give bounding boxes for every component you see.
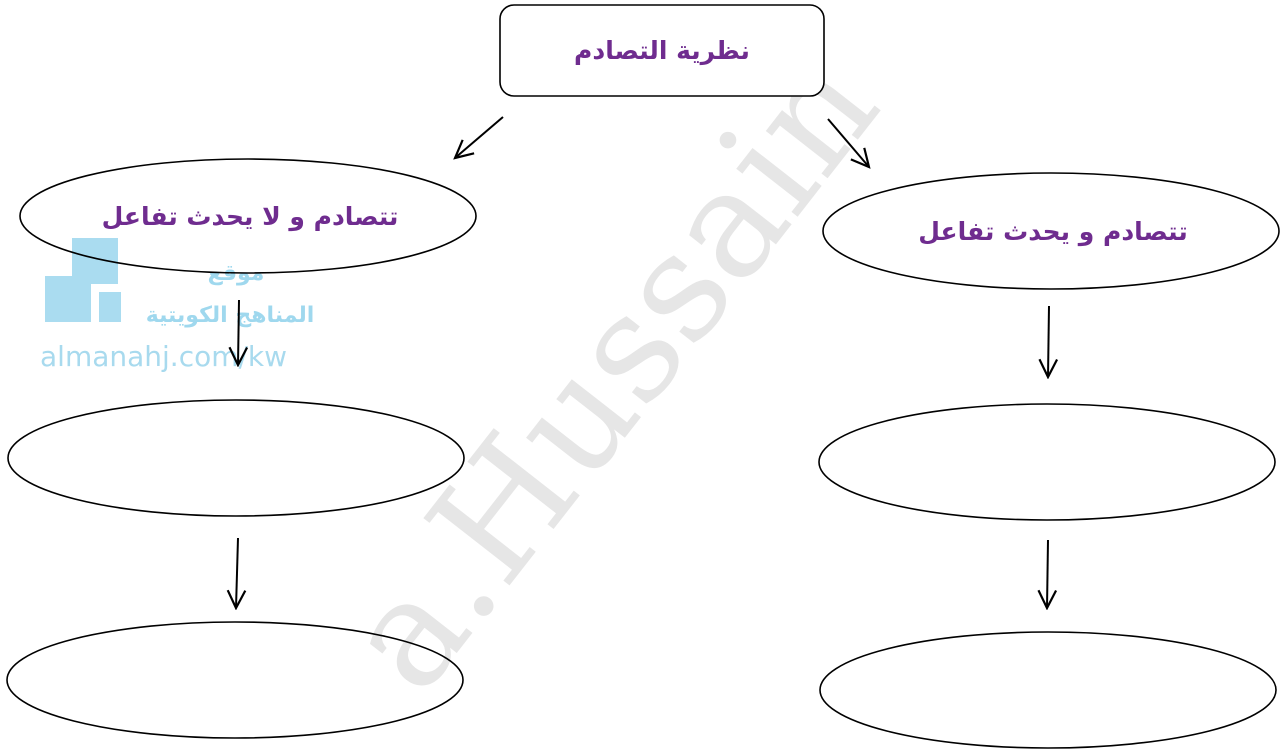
watermark: a.Hussain [311,22,911,722]
watermark-text: a.Hussain [311,22,911,722]
left-branch-label: تتصادم و لا يحدث تفاعل [102,202,399,232]
logo-mark-icon [45,238,121,322]
right-branch-node: تتصادم و يحدث تفاعل [822,172,1280,290]
right-branch-label: تتصادم و يحدث تفاعل [918,217,1188,247]
right-step1-node [818,403,1276,521]
arrow-left-step1-to-step2 [236,537,238,608]
left-step1-node [7,399,465,517]
logo-line2: المناهج الكويتية [146,303,315,328]
left-step2-node [6,621,464,739]
arrow-left-to-step1 [238,299,239,365]
root-node-label: نظرية التصادم [574,36,750,66]
site-logo: موقع المناهج الكويتية almanahj.com/kw [40,238,314,373]
right-step2-node [819,631,1277,749]
left-branch-node: تتصادم و لا يحدث تفاعل [19,158,477,274]
arrow-right-step1-to-step2 [1047,539,1048,608]
logo-url: almanahj.com/kw [40,340,287,373]
arrow-root-to-left [455,116,504,158]
arrow-right-to-step1 [1048,305,1049,377]
arrow-root-to-right [827,118,869,167]
root-node: نظرية التصادم [499,4,825,97]
